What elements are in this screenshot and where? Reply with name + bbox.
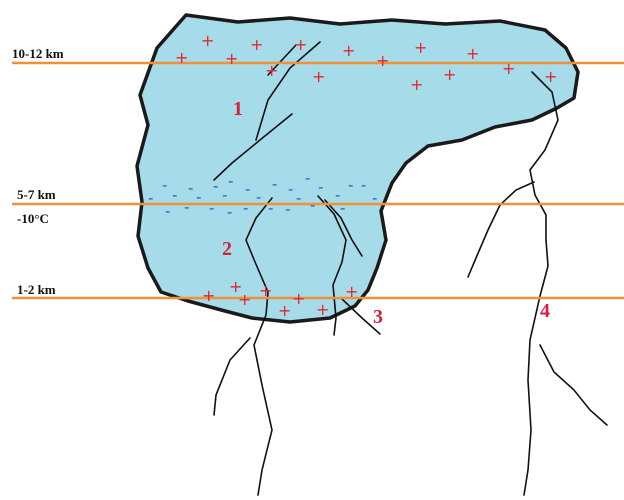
positive-charges-upper: + + + + + + + + + + + + + + + — [175, 31, 557, 94]
altitude-label-10-12km: 10-12 km — [12, 46, 64, 61]
altitude-label-1-2km: 1-2 km — [17, 282, 56, 297]
negative-charge: - — [228, 172, 233, 190]
negative-charge: - — [165, 202, 170, 220]
positive-charge: + — [250, 35, 263, 54]
strike-2-branch — [213, 337, 251, 416]
strike-label-3: 3 — [373, 306, 383, 328]
positive-charges-lower: + + + + + + + + — [202, 277, 358, 320]
strike-label-1: 1 — [233, 98, 243, 120]
positive-charge: + — [466, 44, 479, 63]
strike-4-branch-a — [467, 181, 535, 278]
strike-4-branch-b — [539, 344, 608, 426]
negative-charge: - — [172, 186, 177, 204]
positive-charge: + — [342, 41, 355, 60]
altitude-lines — [12, 61, 624, 300]
positive-charge: + — [229, 277, 242, 296]
negative-charge: - — [243, 199, 248, 217]
positive-charge: + — [502, 59, 515, 78]
negative-charges: - - - - - - - - - - - - - - - - - - - - … — [148, 169, 377, 221]
strike-3-branch-a — [324, 199, 363, 257]
strike-3-channel — [317, 195, 347, 336]
strike-3-branch-b — [341, 298, 381, 335]
lightning-channels — [213, 41, 608, 496]
altitude-label-5-7km: 5-7 km — [17, 187, 56, 202]
positive-charge: + — [201, 31, 214, 50]
strike-label-2: 2 — [222, 238, 232, 260]
negative-charge: - — [213, 177, 218, 195]
negative-charge: - — [310, 196, 315, 214]
strike-1-branch — [213, 113, 293, 181]
negative-charge: - — [209, 199, 214, 217]
positive-charge: + — [265, 61, 278, 80]
positive-charge: + — [175, 48, 188, 67]
positive-charge: + — [202, 286, 215, 305]
negative-charge: - — [340, 199, 345, 217]
negative-charge: - — [272, 175, 277, 193]
positive-charge: + — [278, 301, 291, 320]
negative-charge: - — [285, 200, 290, 218]
positive-charge: + — [238, 290, 251, 309]
negative-charge: - — [148, 189, 153, 207]
negative-charge: - — [318, 178, 323, 196]
positive-charge: + — [292, 289, 305, 308]
positive-charge: + — [544, 67, 557, 86]
negative-charge: - — [245, 180, 250, 198]
thundercloud — [135, 13, 580, 324]
negative-charge: - — [256, 188, 261, 206]
positive-charge: + — [414, 38, 427, 57]
positive-charge: + — [316, 300, 329, 319]
strike-1-top-branch — [267, 44, 297, 76]
negative-charge: - — [305, 169, 310, 187]
positive-charge: + — [312, 67, 325, 86]
negative-charge: - — [348, 176, 353, 194]
strike-4-channel — [523, 71, 559, 496]
strike-1-channel — [255, 41, 321, 141]
positive-charge: + — [376, 51, 389, 70]
positive-charge: + — [259, 281, 272, 300]
positive-charge: + — [410, 75, 423, 94]
negative-charge: - — [162, 176, 167, 194]
negative-charge: - — [335, 186, 340, 204]
negative-charge: - — [288, 180, 293, 198]
positive-charge: + — [294, 35, 307, 54]
negative-charge: - — [361, 176, 366, 194]
positive-charge: + — [345, 282, 358, 301]
negative-charge: - — [372, 189, 377, 207]
negative-charge: - — [296, 189, 301, 207]
strike-label-4: 4 — [540, 300, 550, 322]
strike-2-channel — [245, 197, 273, 496]
negative-charge: - — [227, 203, 232, 221]
positive-charge: + — [443, 65, 456, 84]
positive-charge: + — [225, 49, 238, 68]
negative-charge: - — [222, 186, 227, 204]
negative-charge: - — [196, 188, 201, 206]
negative-charge: - — [184, 198, 189, 216]
negative-charge: - — [268, 199, 273, 217]
negative-charge: - — [188, 179, 193, 197]
temperature-label: -10°C — [17, 211, 49, 226]
